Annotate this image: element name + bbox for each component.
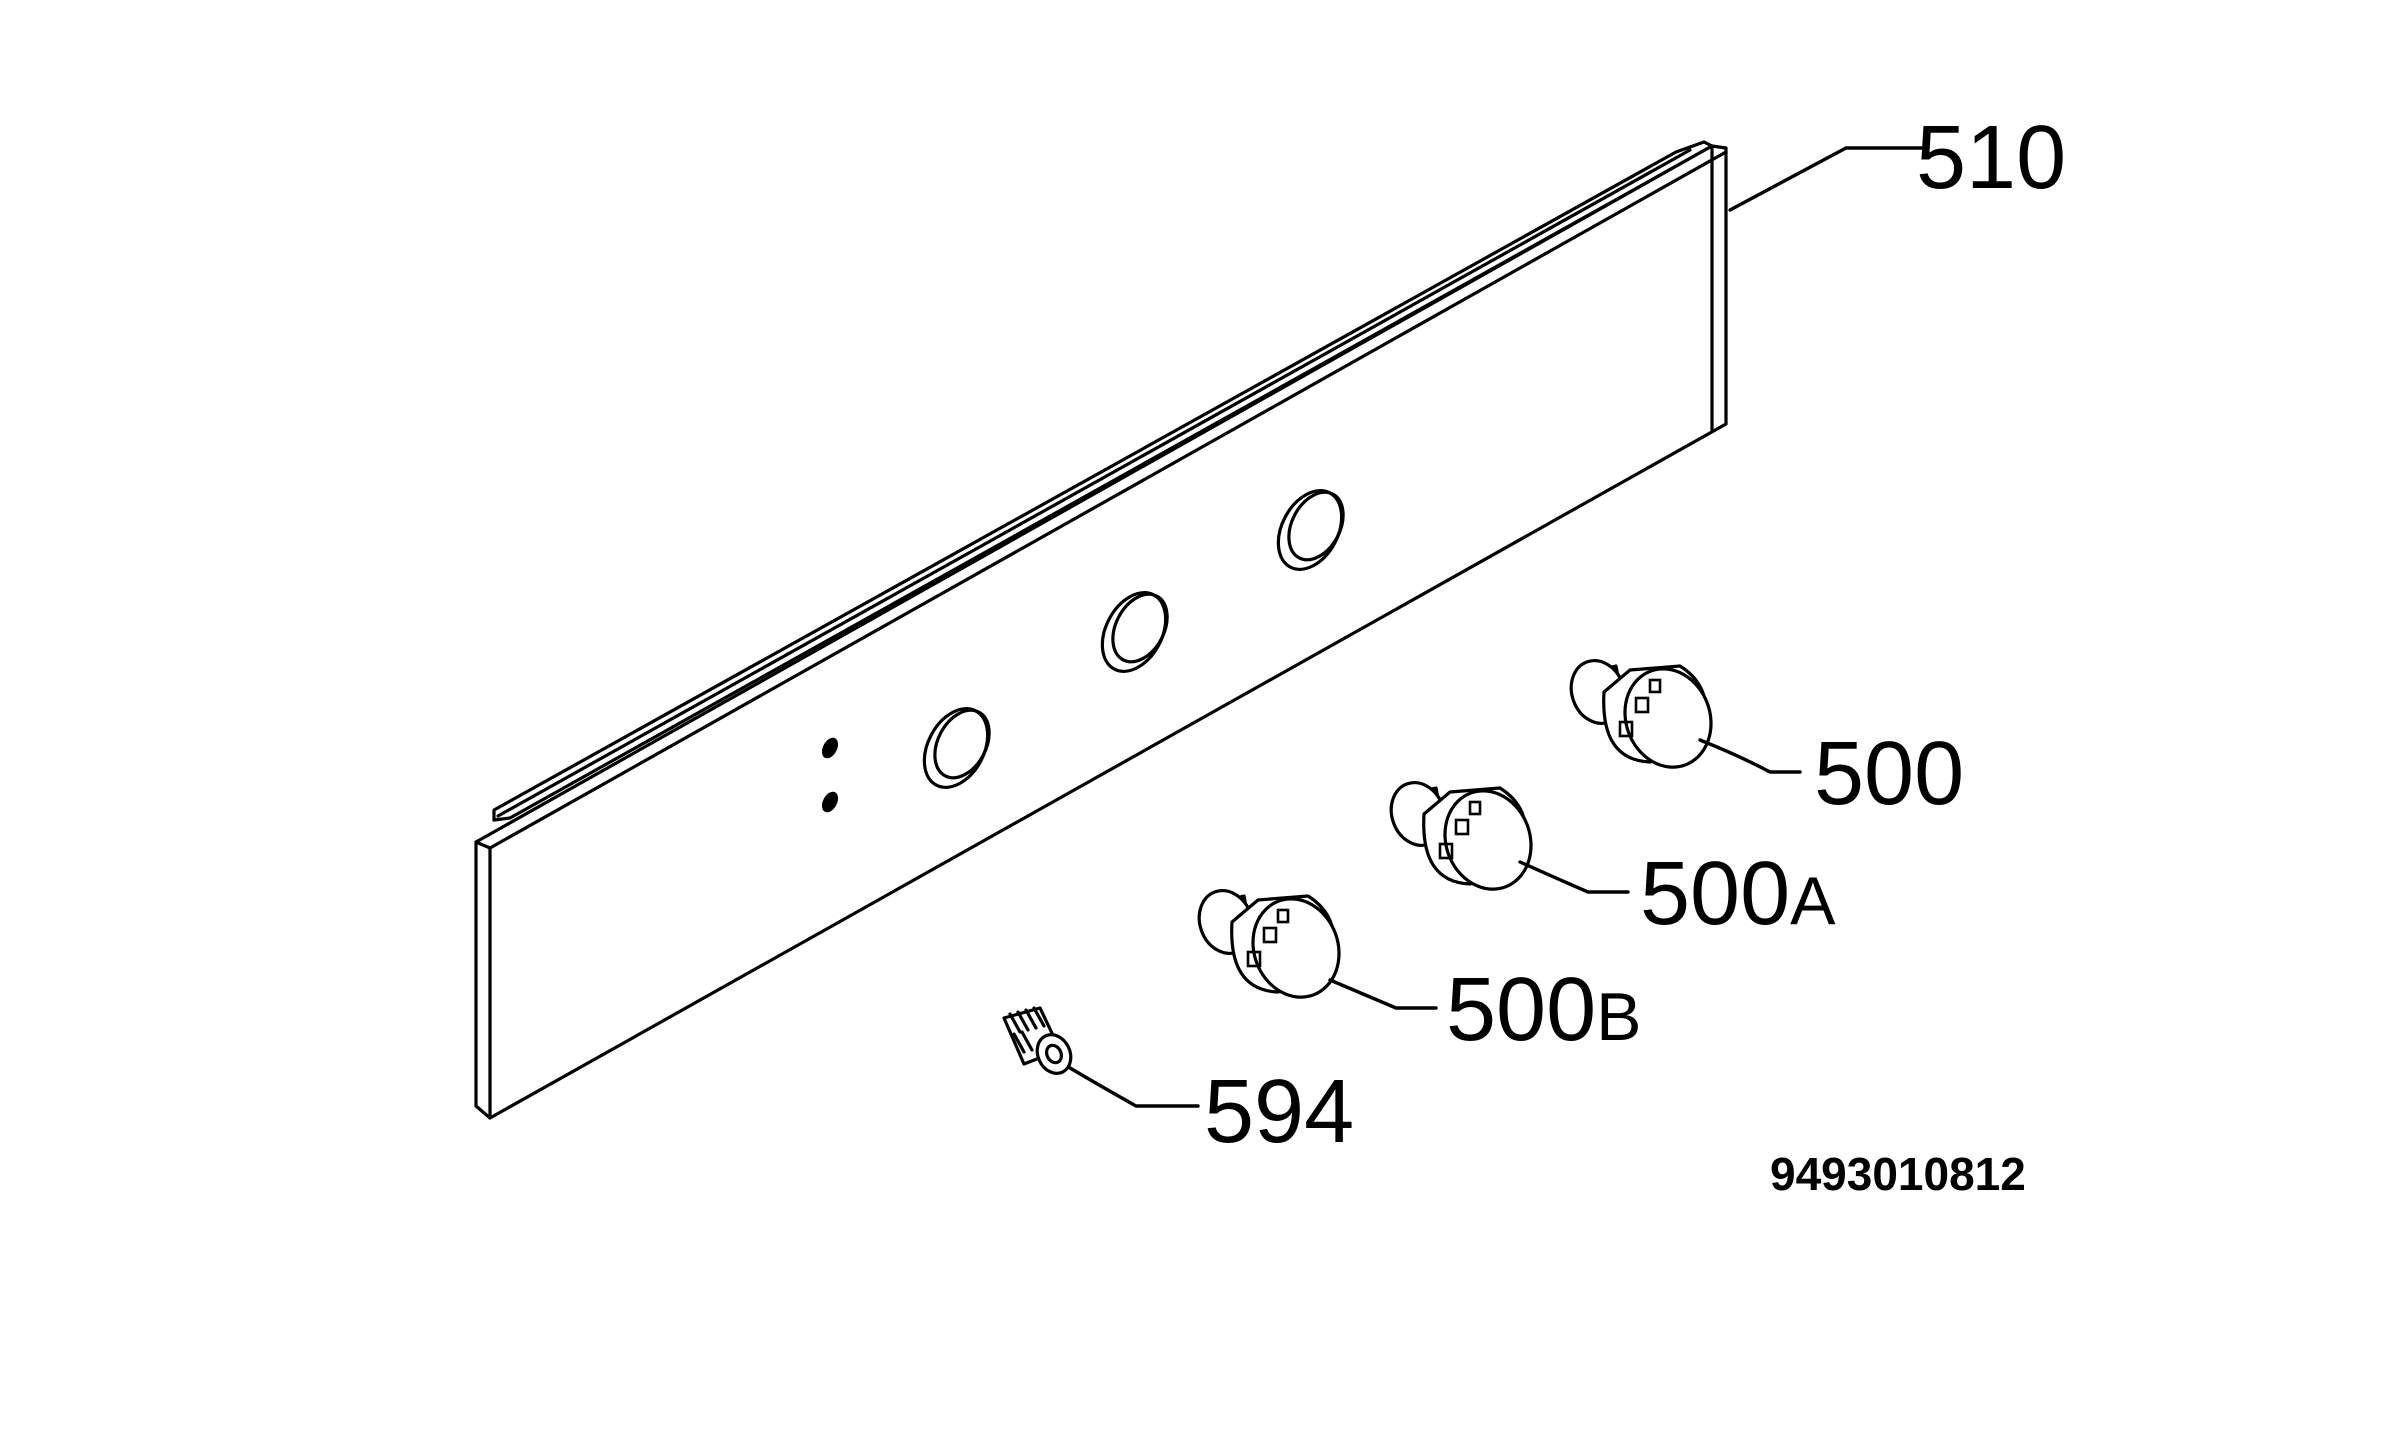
panel-hole bbox=[1100, 591, 1169, 673]
callout-500: 500 bbox=[1814, 724, 1964, 824]
callout-500a-number: 500 bbox=[1640, 844, 1790, 944]
panel-hole bbox=[1276, 489, 1345, 571]
callout-510: 510 bbox=[1916, 108, 2066, 208]
callout-500b-suffix: B bbox=[1596, 979, 1641, 1055]
leader-line-510 bbox=[1728, 146, 1924, 212]
callout-500a-suffix: A bbox=[1790, 863, 1836, 939]
leader-line-594 bbox=[1068, 1066, 1200, 1108]
drawing-number: 9493010812 bbox=[1770, 1148, 2026, 1200]
control-knob bbox=[1569, 659, 1713, 769]
control-knob bbox=[1197, 889, 1341, 999]
panel-hole bbox=[922, 707, 991, 789]
callout-500b: 500B bbox=[1446, 960, 1642, 1060]
leader-line-500a bbox=[1518, 860, 1630, 894]
control-panel bbox=[474, 140, 1728, 1120]
panel-screw-hole bbox=[821, 791, 839, 813]
control-knob bbox=[1389, 781, 1533, 891]
callout-594: 594 bbox=[1204, 1062, 1354, 1162]
screw bbox=[1002, 1006, 1073, 1075]
callout-500a: 500A bbox=[1640, 844, 1836, 944]
leader-line-500 bbox=[1698, 738, 1802, 774]
leader-line-500b bbox=[1328, 978, 1438, 1010]
panel-screw-hole bbox=[821, 737, 839, 759]
callout-500b-number: 500 bbox=[1446, 960, 1596, 1060]
